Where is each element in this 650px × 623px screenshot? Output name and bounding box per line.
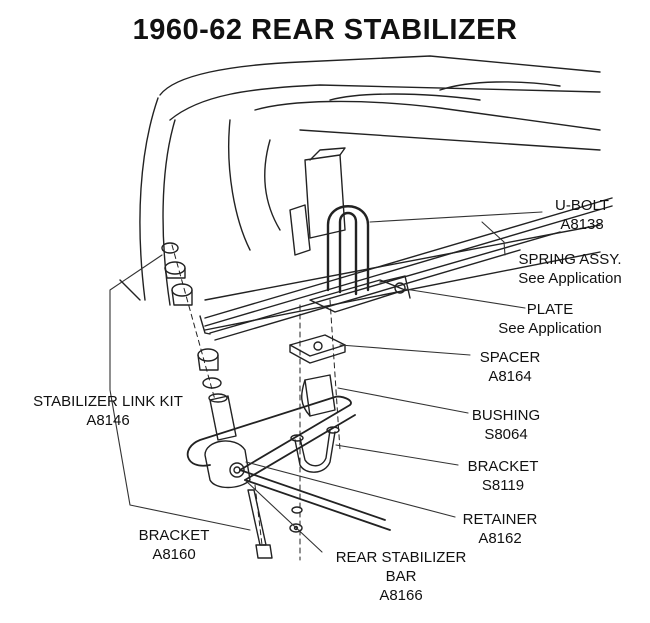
diagram-title: 1960-62 REAR STABILIZER [132, 14, 518, 46]
retainer-name: RETAINER [462, 511, 538, 528]
retainer [289, 506, 303, 533]
bushing [301, 374, 336, 417]
plate-name: PLATE [526, 301, 574, 318]
link-kit-bracket [109, 254, 251, 531]
callout-stabilizer-bar: REAR STABILIZER BAR A8166 [316, 548, 486, 605]
callout-plate: PLATE See Application [480, 300, 620, 338]
spring-mount [289, 147, 346, 256]
ubolt-part: A8138 [560, 216, 604, 233]
long-bolt [247, 489, 273, 559]
link-kit [161, 242, 237, 441]
plate [309, 275, 411, 313]
callout-link-kit: STABILIZER LINK KIT A8146 [8, 392, 208, 430]
u-bolt [326, 205, 370, 296]
plate-part: See Application [498, 320, 602, 337]
spacer-name: SPACER [479, 349, 541, 366]
spacer-part: A8164 [488, 368, 532, 385]
leader-lines [244, 211, 543, 553]
callout-bracket-s8119: BRACKET S8119 [452, 457, 554, 495]
callout-bracket-a8160: BRACKET A8160 [124, 526, 224, 564]
bracket2-name: BRACKET [138, 527, 210, 544]
bracket2-part: A8160 [152, 546, 196, 563]
linkkit-part: A8146 [86, 412, 130, 429]
callout-spacer: SPACER A8164 [462, 348, 558, 386]
bar-name: REAR STABILIZER [335, 549, 467, 566]
bushing-name: BUSHING [471, 407, 541, 424]
bracket1-part: S8119 [481, 477, 525, 494]
spacer [289, 334, 346, 364]
vehicle-body-outline [119, 55, 601, 331]
spring-name: SPRING ASSY. [518, 251, 622, 268]
bracket1-name: BRACKET [467, 458, 539, 475]
callout-retainer: RETAINER A8162 [450, 510, 550, 548]
bushing-part: S8064 [484, 426, 528, 443]
ubolt-name: U-BOLT [555, 197, 609, 214]
linkkit-name: STABILIZER LINK KIT [33, 393, 183, 410]
alignment-lines [171, 244, 341, 561]
callout-spring-assy: SPRING ASSY. See Application [500, 250, 640, 288]
leaf-spring [199, 197, 613, 341]
spring-part: See Application [518, 270, 622, 287]
callout-bushing: BUSHING S8064 [456, 406, 556, 444]
bar-part: A8166 [379, 587, 423, 604]
bracket-a8160 [204, 440, 251, 489]
bar-name2: BAR [385, 568, 417, 585]
retainer-part: A8162 [478, 530, 522, 547]
callout-ubolt: U-BOLT A8138 [536, 196, 628, 234]
stabilizer-bar [186, 395, 391, 531]
